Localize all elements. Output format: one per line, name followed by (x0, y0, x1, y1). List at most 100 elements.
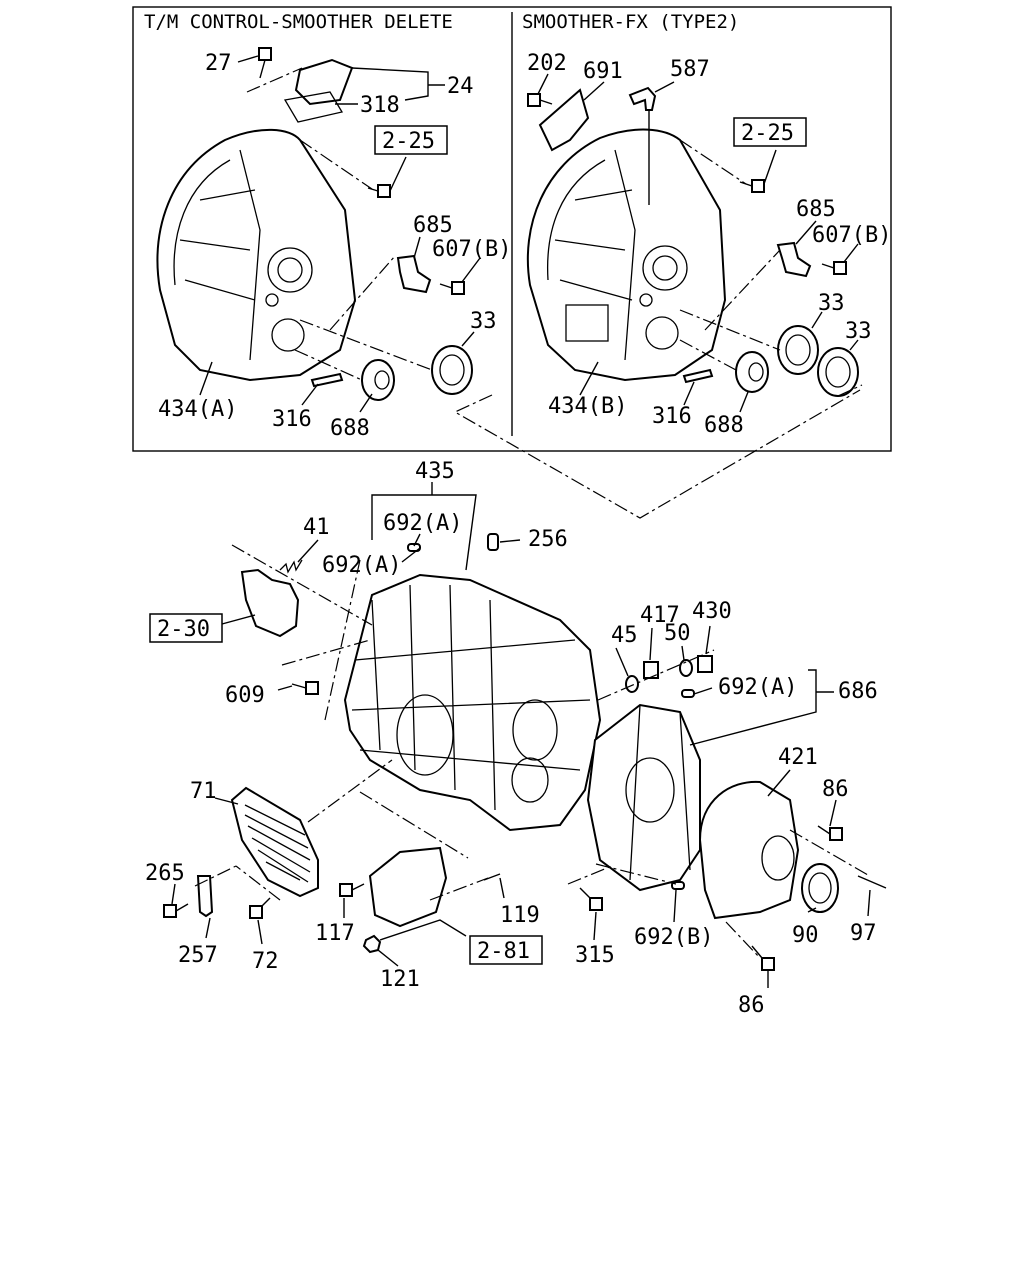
rear-cover-686 (586, 703, 701, 892)
callout-686: 686 (838, 679, 878, 704)
callout-417: 417 (640, 603, 680, 628)
ref-2-25-right[interactable]: 2-25 (741, 121, 794, 146)
callout-97: 97 (850, 921, 877, 946)
bolt-607b-right (821, 261, 847, 275)
transmission-case-435 (343, 573, 602, 832)
callout-119: 119 (500, 903, 540, 928)
seal-33-right-a (777, 325, 819, 375)
stud-97 (857, 875, 887, 889)
control-cover-24 (294, 58, 354, 106)
callout-316-left: 316 (272, 407, 312, 432)
callout-316-right: 316 (652, 404, 692, 429)
bolt-609 (291, 681, 319, 695)
callout-607b-right: 607(B) (812, 223, 891, 248)
callout-202: 202 (527, 51, 567, 76)
breather-257 (196, 875, 214, 918)
callout-71: 71 (190, 779, 217, 804)
bolt-117 (339, 883, 365, 897)
ref-box-2-25-left[interactable] (374, 125, 448, 155)
top-panel-frame (132, 6, 892, 452)
dowel-692a-top (407, 543, 421, 552)
callout-587: 587 (670, 57, 710, 82)
fitting-587 (628, 86, 657, 205)
callout-430: 430 (692, 599, 732, 624)
callout-434b: 434(B) (548, 394, 627, 419)
plate-316-right (682, 368, 714, 384)
bracket-685-left (396, 254, 432, 294)
bolt-202 (527, 93, 553, 107)
bracket-685-right (776, 241, 812, 278)
right-panel-title: SMOOTHER-FX (TYPE2) (522, 11, 739, 33)
callout-685-right: 685 (796, 197, 836, 222)
callout-27: 27 (205, 51, 232, 76)
selector-block-2-30 (240, 568, 300, 638)
ref-2-25-left[interactable]: 2-25 (382, 129, 435, 154)
bolt-86-bottom (751, 945, 775, 971)
callout-688-left: 688 (330, 416, 370, 441)
callout-688-right: 688 (704, 413, 744, 438)
seal-33-right-b (817, 347, 859, 397)
callout-45: 45 (611, 623, 638, 648)
bolt-2-25-right (739, 179, 765, 193)
callout-692a-3: 692(A) (718, 675, 797, 700)
spring-41 (279, 559, 303, 574)
callout-90: 90 (792, 923, 819, 948)
bolt-315 (579, 887, 603, 911)
callout-435: 435 (415, 459, 455, 484)
callout-318: 318 (360, 93, 400, 118)
callout-265: 265 (145, 861, 185, 886)
callout-86-bottom: 86 (738, 993, 765, 1018)
callout-33-right-a: 33 (818, 291, 845, 316)
callout-692b: 692(B) (634, 925, 713, 950)
nut-121 (362, 934, 382, 954)
bearing-688-left (361, 359, 395, 401)
callout-434a: 434(A) (158, 397, 237, 422)
callout-315: 315 (575, 943, 615, 968)
seal-33-left (431, 345, 473, 395)
gasket-318 (283, 91, 344, 123)
bracket-691 (538, 88, 590, 152)
clutch-housing-434a (156, 128, 357, 382)
dowel-692a-right (681, 689, 695, 698)
bolt-607b-left (439, 281, 465, 295)
callout-86-top: 86 (822, 777, 849, 802)
bolt-265 (163, 903, 189, 918)
callout-257: 257 (178, 943, 218, 968)
callout-117: 117 (315, 921, 355, 946)
callout-50: 50 (664, 621, 691, 646)
plate-316-left (310, 372, 344, 388)
ref-box-2-30[interactable] (149, 613, 223, 643)
ref-2-81[interactable]: 2-81 (477, 939, 530, 964)
bolt-86-top (817, 825, 843, 841)
callout-692a-2: 692(A) (322, 553, 401, 578)
callout-692a-1: 692(A) (383, 511, 462, 536)
pto-cover-2-81 (368, 846, 448, 928)
clutch-housing-434b (526, 128, 727, 382)
callout-609: 609 (225, 683, 265, 708)
callout-121: 121 (380, 967, 420, 992)
side-cover-71 (230, 786, 319, 898)
pin-256 (487, 533, 499, 551)
ref-2-30[interactable]: 2-30 (157, 617, 210, 642)
callout-421: 421 (778, 745, 818, 770)
ref-box-2-81[interactable] (469, 935, 543, 965)
plug-417 (643, 661, 659, 679)
bolt-2-25-left (367, 184, 391, 198)
seal-90 (801, 863, 839, 913)
callout-256: 256 (528, 527, 568, 552)
left-panel-title: T/M CONTROL-SMOOTHER DELETE (144, 11, 453, 33)
washer-50 (679, 659, 693, 677)
extension-housing-421 (698, 780, 800, 920)
callout-33-right-b: 33 (845, 319, 872, 344)
callout-691: 691 (583, 59, 623, 84)
callout-685-left: 685 (413, 213, 453, 238)
callout-24: 24 (447, 74, 474, 99)
bearing-688-right (735, 351, 769, 393)
callout-33-left: 33 (470, 309, 497, 334)
bolt-72 (249, 897, 271, 919)
ref-box-2-25-right[interactable] (733, 117, 807, 147)
washer-45 (625, 675, 639, 693)
callout-41: 41 (303, 515, 330, 540)
bolt-27 (258, 47, 272, 79)
